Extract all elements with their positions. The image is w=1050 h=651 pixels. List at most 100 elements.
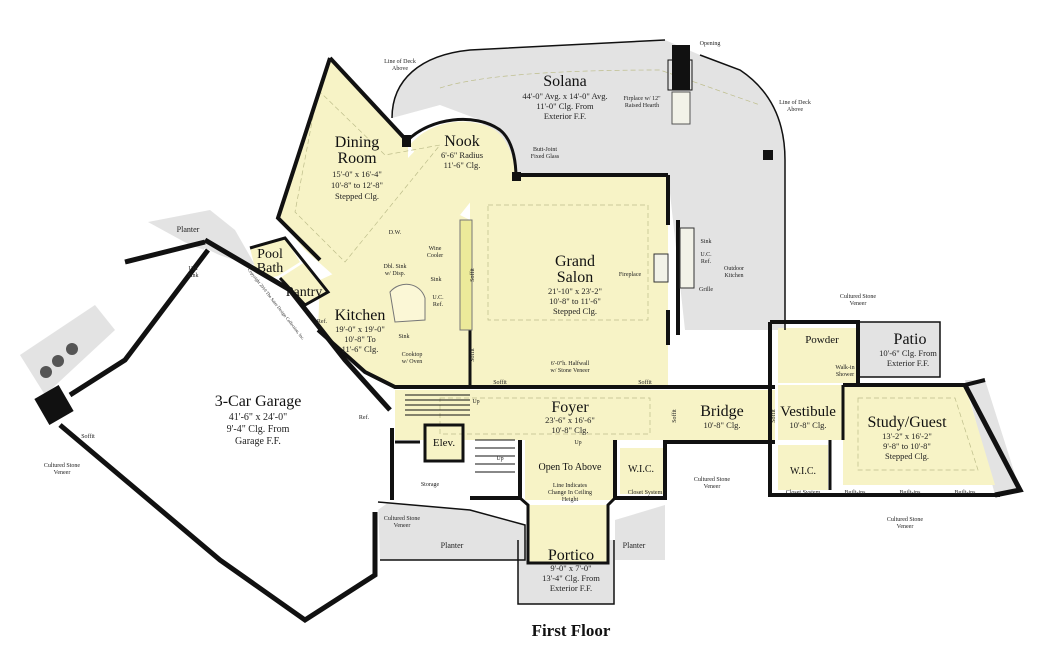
nook-fill bbox=[410, 121, 515, 210]
foyer-line2: 10'-8" Clg. bbox=[551, 425, 588, 435]
solana-line2: 11'-0" Clg. From bbox=[536, 101, 594, 111]
up-3: Up bbox=[496, 456, 503, 462]
util-sink-2: Sink bbox=[187, 273, 198, 279]
halfwall-2: w/ Stone Veneer bbox=[550, 368, 589, 374]
planter-bottom-right: Planter bbox=[623, 541, 646, 550]
salon-name-2: Salon bbox=[557, 269, 593, 286]
dining-line1: 15'-0" x 16'-4" bbox=[332, 169, 382, 179]
soffit-garage: Soffit bbox=[81, 433, 95, 440]
solana-line1: 44'-0" Avg. x 14'-0" Avg. bbox=[522, 91, 607, 101]
bridge-fill bbox=[665, 390, 775, 440]
portico-name: Portico bbox=[548, 547, 594, 564]
cultured-stone-wic-2: Veneer bbox=[704, 484, 721, 490]
dw-note: D.W. bbox=[389, 230, 402, 236]
line-of-deck-left-2: Above bbox=[392, 66, 408, 72]
fireplace-note-2: Raised Hearth bbox=[625, 103, 659, 109]
portico-fill bbox=[528, 505, 608, 563]
util-sink-1: Util bbox=[188, 266, 198, 272]
foyer-line1: 23'-6" x 16'-6" bbox=[545, 415, 595, 425]
study-name: Study/Guest bbox=[867, 414, 947, 431]
powder-name: Powder bbox=[805, 334, 839, 346]
line-of-deck-left-1: Line of Deck bbox=[384, 58, 416, 65]
front-planters bbox=[378, 502, 525, 560]
portico-line2: 13'-4" Clg. From bbox=[542, 573, 600, 583]
nook-line1: 6'-6" Radius bbox=[441, 150, 483, 160]
dining-line2: 10'-8" to 12'-8" bbox=[331, 180, 383, 190]
garage-floor bbox=[60, 248, 392, 620]
open-above-label: Open To Above bbox=[539, 462, 603, 473]
wic2-fill bbox=[778, 445, 828, 490]
soffit-kitchen: Soffit bbox=[469, 268, 476, 282]
pool-bath-name-1: Pool bbox=[257, 247, 283, 262]
garage-line1: 41'-6" x 24'-0" bbox=[229, 412, 287, 423]
solana-name: Solana bbox=[543, 73, 587, 90]
powder-fill bbox=[778, 328, 858, 383]
soffit-1: Soffit bbox=[493, 379, 507, 386]
butt-joint-1: Butt-Joint bbox=[533, 147, 557, 153]
cultured-stone-garage-2: Veneer bbox=[54, 470, 71, 476]
dining-ceiling-guide bbox=[294, 89, 441, 263]
vestibule-line1: 10'-8" Clg. bbox=[789, 420, 826, 430]
built-ins-3: Built-ins bbox=[954, 490, 976, 496]
soffit-2: Soffit bbox=[638, 379, 652, 386]
kitchen-line2: 10'-8" To bbox=[344, 334, 375, 344]
foyer-ceiling-guide bbox=[439, 397, 651, 435]
grille-note: Grille bbox=[699, 287, 713, 293]
dbl-sink-2: w/ Disp. bbox=[385, 271, 406, 277]
line-of-deck-right-2: Above bbox=[787, 107, 803, 113]
wic2-name: W.I.C. bbox=[790, 466, 816, 477]
soffit-bridge: Soffit bbox=[671, 409, 678, 423]
wic1-name: W.I.C. bbox=[628, 464, 654, 475]
bridge-line1: 10'-8" Clg. bbox=[703, 420, 740, 430]
cultured-stone-study-1: Cultured Stone bbox=[887, 517, 924, 523]
patio-line1: 10'-6" Clg. From bbox=[879, 348, 937, 358]
cooktop-2: w/ Oven bbox=[402, 359, 423, 365]
built-ins-1: Built-ins bbox=[844, 490, 866, 496]
fireplace-note-1: Firplace w/ 12" bbox=[623, 96, 661, 102]
kitchen-name: Kitchen bbox=[335, 307, 386, 324]
closet-system-2: Closet System bbox=[786, 490, 821, 496]
portico-line3: Exterior F.F. bbox=[550, 583, 592, 593]
ceiling-line-3: Height bbox=[562, 497, 579, 503]
up-2: Up bbox=[574, 440, 581, 446]
walk-in-shower-1: Walk-in bbox=[835, 365, 854, 371]
study-line2: 9'-8" to 10'-8" bbox=[883, 441, 931, 451]
study-line3: Stepped Clg. bbox=[885, 451, 929, 461]
cultured-stone-garage-1: Cultured Stone bbox=[44, 463, 81, 469]
uc-ref-outdoor-2: Ref. bbox=[701, 258, 712, 265]
walk-in-shower-2: Shower bbox=[836, 372, 854, 378]
line-of-deck-right-1: Line of Deck bbox=[779, 99, 811, 106]
outdoor-kitchen-1: Outdoor bbox=[724, 266, 744, 272]
kitchen-line3: 11'-6" Clg. bbox=[342, 344, 379, 354]
wine-cooler-2: Cooler bbox=[427, 253, 443, 259]
cultured-stone-entry-2: Veneer bbox=[394, 523, 411, 529]
bridge-name: Bridge bbox=[700, 403, 744, 420]
soffit-vestibule: Soffit bbox=[770, 409, 777, 423]
garage-line3: Garage F.F. bbox=[235, 436, 281, 447]
foyer-name: Foyer bbox=[551, 399, 589, 416]
outdoor-kitchen-2: Kitchen bbox=[725, 273, 744, 279]
closet-system-1: Closet System bbox=[628, 490, 663, 496]
salon-fill bbox=[470, 175, 668, 385]
planter-bottom-left: Planter bbox=[441, 541, 464, 550]
kitchen-line1: 19'-0" x 19'-0" bbox=[335, 324, 385, 334]
front-planters-right bbox=[615, 505, 665, 560]
elev-fill bbox=[425, 425, 463, 461]
uc-ref-1: U.C. bbox=[432, 295, 444, 301]
cooktop-1: Cooktop bbox=[402, 352, 423, 358]
salon-line1: 21'-10" x 23'-2" bbox=[548, 286, 602, 296]
portico-line1: 9'-0" x 7'-0" bbox=[550, 563, 591, 573]
dining-line3: Stepped Clg. bbox=[335, 191, 379, 201]
pool-bath-fill bbox=[250, 238, 300, 280]
floor-title: First Floor bbox=[532, 621, 611, 640]
up-1: Up bbox=[472, 399, 479, 405]
garage-line2: 9'-4" Clg. From bbox=[227, 424, 290, 435]
ceiling-line-1: Line Indicates bbox=[553, 483, 588, 489]
ceiling-line-2: Change In Ceiling bbox=[548, 490, 592, 496]
elev-name: Elev. bbox=[433, 437, 455, 449]
nook-line2: 11'-6" Clg. bbox=[444, 160, 481, 170]
cultured-stone-wic-1: Cultured Stone bbox=[694, 477, 731, 483]
solana-guide bbox=[439, 69, 761, 106]
ref-kitchen: Ref. bbox=[317, 318, 328, 325]
